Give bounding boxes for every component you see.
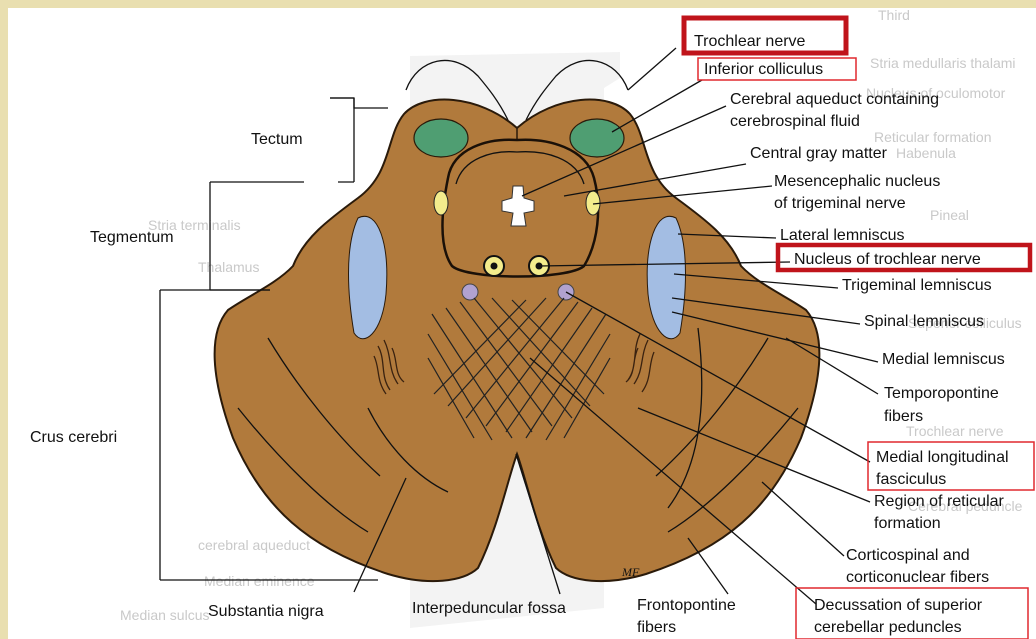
- label-aqueduct-line-1: Cerebral aqueduct containing: [730, 91, 939, 108]
- label-interpeduncular-fossa: Interpeduncular fossa: [412, 600, 566, 617]
- label-reticular-line-1: Region of reticular: [874, 493, 1005, 510]
- bg-text-5: Habenula: [896, 145, 956, 161]
- midbrain-diagram: Third Stria medullaris thalami Nucleus o…: [8, 8, 1036, 639]
- label-inferior-colliculus: Inferior colliculus: [704, 61, 823, 78]
- label-reticular-line-2: formation: [874, 515, 941, 532]
- label-corticospinal-line-1: Corticospinal and: [846, 547, 970, 564]
- label-frontopontine-line-2: fibers: [637, 619, 676, 636]
- label-substantia-nigra: Substantia nigra: [208, 603, 324, 620]
- mlf-left: [462, 284, 478, 300]
- label-trigeminal-lemniscus: Trigeminal lemniscus: [842, 277, 992, 294]
- label-nucleus-trochlear: Nucleus of trochlear nerve: [794, 251, 981, 268]
- leader-trochlear-nerve: [628, 48, 676, 90]
- bg-text-8: Thalamus: [198, 259, 259, 275]
- leader-inferior-colliculus: [612, 80, 702, 132]
- label-aqueduct-line-2: cerebrospinal fluid: [730, 113, 860, 130]
- bg-text-12: Median eminence: [204, 573, 315, 589]
- label-decussation-line-2: cerebellar peduncles: [814, 619, 962, 636]
- label-temporopontine-line-1: Temporopontine: [884, 385, 999, 402]
- label-corticospinal-line-2: corticonuclear fibers: [846, 569, 989, 586]
- bg-text-1: Third: [878, 8, 910, 23]
- tectum-bracket-tick: [330, 98, 388, 108]
- label-trochlear-nerve: Trochlear nerve: [694, 33, 806, 50]
- leader-corticospinal: [762, 482, 844, 556]
- mesencephalic-nucleus-left: [434, 191, 448, 215]
- label-frontopontine-line-1: Frontopontine: [637, 597, 736, 614]
- diagram-stage: Third Stria medullaris thalami Nucleus o…: [8, 8, 1036, 639]
- artist-signature: MF: [621, 565, 640, 579]
- bg-text-13: Median sulcus: [120, 607, 210, 623]
- label-mesencephalic-line-2: of trigeminal nerve: [774, 195, 906, 212]
- label-central-gray: Central gray matter: [750, 145, 888, 162]
- label-tegmentum: Tegmentum: [90, 229, 174, 246]
- label-decussation-line-1: Decussation of superior: [814, 597, 983, 614]
- label-lateral-lemniscus: Lateral lemniscus: [780, 227, 905, 244]
- label-temporopontine-line-2: fibers: [884, 408, 923, 425]
- bg-text-7: Pineal: [930, 207, 969, 223]
- bg-text-14: cerebral aqueduct: [198, 537, 310, 553]
- label-crus-cerebri: Crus cerebri: [30, 429, 117, 446]
- bg-text-10: Trochlear nerve: [906, 423, 1004, 439]
- label-mesencephalic-line-1: Mesencephalic nucleus: [774, 173, 940, 190]
- bg-text-4: Reticular formation: [874, 129, 992, 145]
- label-mlf-line-2: fasciculus: [876, 471, 946, 488]
- tectum-bracket: [330, 98, 354, 182]
- bg-text-2: Stria medullaris thalami: [870, 55, 1016, 71]
- inferior-colliculus-right: [570, 119, 624, 157]
- label-tectum: Tectum: [251, 131, 303, 148]
- label-spinal-lemniscus: Spinal lemniscus: [864, 313, 984, 330]
- label-medial-lemniscus: Medial lemniscus: [882, 351, 1005, 368]
- trochlear-nucleus-left-core: [491, 263, 498, 270]
- label-mlf-line-1: Medial longitudinal: [876, 449, 1009, 466]
- inferior-colliculus-left: [414, 119, 468, 157]
